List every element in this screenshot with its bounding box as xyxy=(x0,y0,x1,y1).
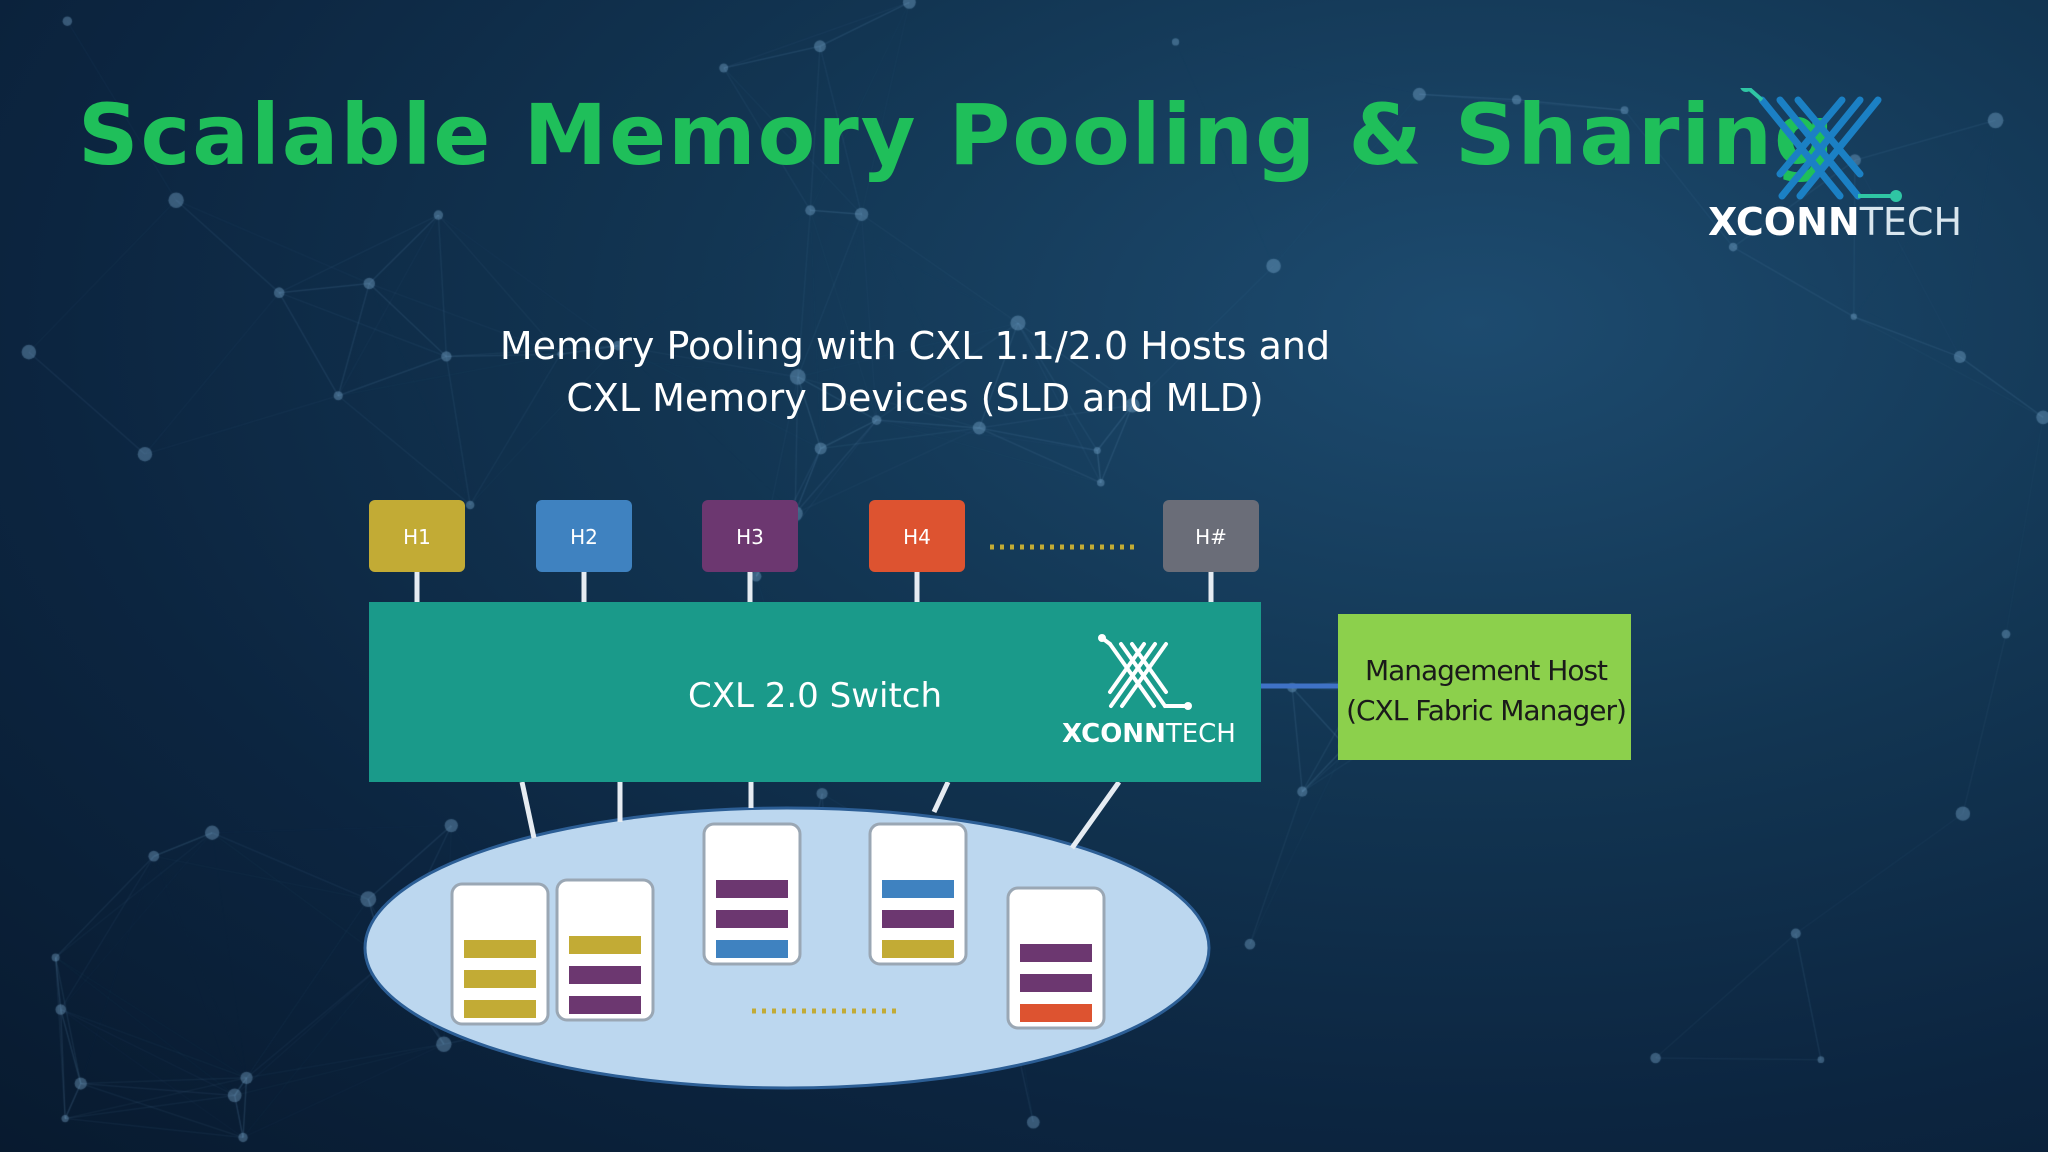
memory-stripe xyxy=(569,996,641,1014)
memory-stripe xyxy=(716,880,788,898)
memory-stripe xyxy=(464,1000,536,1018)
memory-stripe xyxy=(882,880,954,898)
host-3: H3 xyxy=(702,500,798,572)
memory-stripe xyxy=(1020,944,1092,962)
host-box xyxy=(536,500,632,572)
switch-logo-light: TECH xyxy=(1165,719,1236,749)
host-to-switch-links xyxy=(414,572,1214,602)
host-4: H4 xyxy=(869,500,965,572)
host-group: H1 H2 H3 H4 H# xyxy=(369,500,1259,572)
memory-stripe xyxy=(716,940,788,958)
switch-logo: XCONNTECH xyxy=(1062,634,1236,749)
management-line-1: Management Host xyxy=(1365,654,1608,687)
memory-stripe xyxy=(1020,1004,1092,1022)
host-box xyxy=(1163,500,1259,572)
memory-stripe xyxy=(569,966,641,984)
x-circuit-logo-icon xyxy=(1740,80,1902,202)
switch-label: CXL 2.0 Switch xyxy=(688,676,942,716)
host-label: H2 xyxy=(570,525,598,549)
pool-link-4 xyxy=(931,780,951,814)
host-label: H1 xyxy=(403,525,431,549)
switch-logo-x-icon xyxy=(1100,636,1188,708)
management-line-2: (CXL Fabric Manager) xyxy=(1346,694,1626,727)
logo-wordmark: XCONNTECH xyxy=(1700,200,1970,244)
switch-logo-wordmark: XCONNTECH xyxy=(1062,719,1236,749)
management-host xyxy=(1338,614,1631,760)
memory-device-1 xyxy=(450,882,550,1026)
host-label: H4 xyxy=(903,525,931,549)
host-label: H# xyxy=(1195,525,1227,549)
pool-link-1 xyxy=(519,781,537,839)
subtitle-line-1: Memory Pooling with CXL 1.1/2.0 Hosts an… xyxy=(499,324,1331,368)
xconntech-logo: XCONNTECH xyxy=(1700,80,1970,258)
logo-brand-light: TECH xyxy=(1859,200,1963,244)
memory-stripe xyxy=(882,940,954,958)
host-1: H1 xyxy=(369,500,465,572)
slide-title: Scalable Memory Pooling & Sharing xyxy=(78,86,1837,184)
host-box xyxy=(869,500,965,572)
host-2: H2 xyxy=(536,500,632,572)
memory-device-2 xyxy=(555,878,655,1022)
host-box xyxy=(369,500,465,572)
host-label: H3 xyxy=(736,525,764,549)
host-5: H# xyxy=(1163,500,1259,572)
subtitle-line-2: CXL Memory Devices (SLD and MLD) xyxy=(566,376,1264,420)
logo-brand-bold: XCONN xyxy=(1707,200,1860,244)
pool-link-5 xyxy=(1069,780,1122,850)
memory-stripe xyxy=(716,910,788,928)
memory-device-3 xyxy=(702,822,802,966)
host-box xyxy=(702,500,798,572)
memory-device-4 xyxy=(868,822,968,966)
memory-device-group xyxy=(450,822,1106,1030)
switch-logo-bold: XCONN xyxy=(1062,719,1166,749)
memory-stripe xyxy=(569,936,641,954)
memory-stripe xyxy=(882,910,954,928)
memory-device-5 xyxy=(1006,886,1106,1030)
memory-stripe xyxy=(1020,974,1092,992)
memory-stripe xyxy=(464,940,536,958)
memory-stripe xyxy=(464,970,536,988)
diagram-subtitle: Memory Pooling with CXL 1.1/2.0 Hosts an… xyxy=(450,320,1380,424)
switch-to-pool-links xyxy=(519,780,1122,850)
